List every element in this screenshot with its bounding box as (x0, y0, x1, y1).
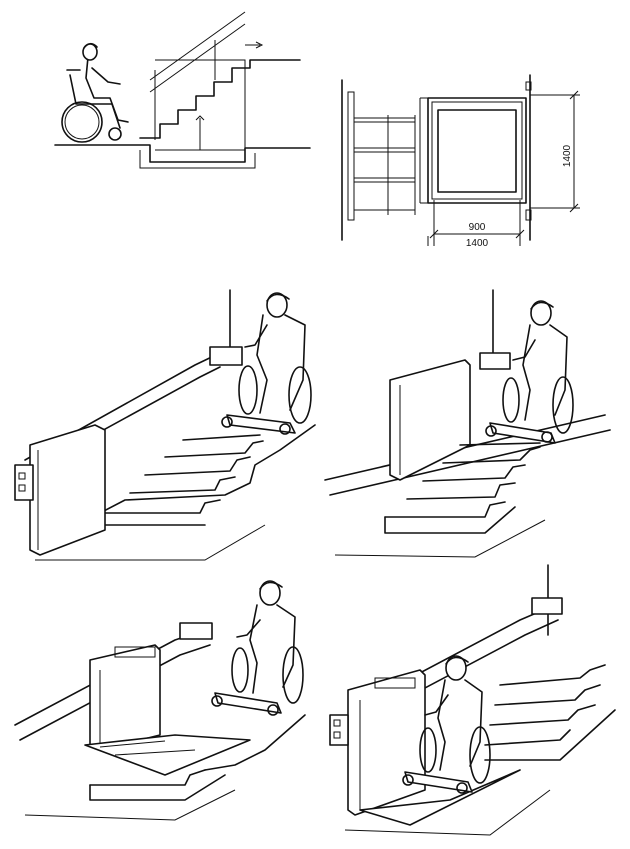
lift-illustration-stage-2 (315, 285, 625, 575)
wheelchair-user-figure (485, 300, 574, 444)
wheelchair-user-figure (211, 580, 304, 716)
rail-control-box (479, 352, 511, 370)
floor-line (54, 144, 311, 163)
wheelchair-user-figure (61, 42, 129, 143)
lift-illustration-stage-3 (5, 575, 330, 845)
lift-platform-plan (419, 81, 532, 221)
rail-control-box (209, 346, 243, 366)
folded-platform (389, 359, 471, 481)
lift-illustration-stage-1 (5, 285, 330, 570)
rail-control-box (179, 622, 213, 640)
opened-platform (84, 644, 251, 776)
dim-inner-width-label: 900 (469, 222, 486, 233)
dim-outer-width-label: 1400 (466, 238, 489, 249)
lift-plan-view-diagram: 1400 900 1400 (330, 60, 610, 255)
dim-height-label: 1400 (562, 144, 573, 167)
wheelchair-user-figure (402, 655, 491, 794)
stair-treads-plan (347, 91, 416, 221)
lift-platform (329, 669, 521, 826)
folded-platform (14, 424, 106, 556)
rail-control-box (531, 597, 563, 615)
stair-steps (139, 59, 301, 139)
call-station-box (14, 464, 34, 501)
stair-lift-section-diagram (0, 0, 320, 190)
wheelchair-user-figure (221, 292, 312, 435)
lift-illustration-stage-4 (320, 560, 625, 845)
